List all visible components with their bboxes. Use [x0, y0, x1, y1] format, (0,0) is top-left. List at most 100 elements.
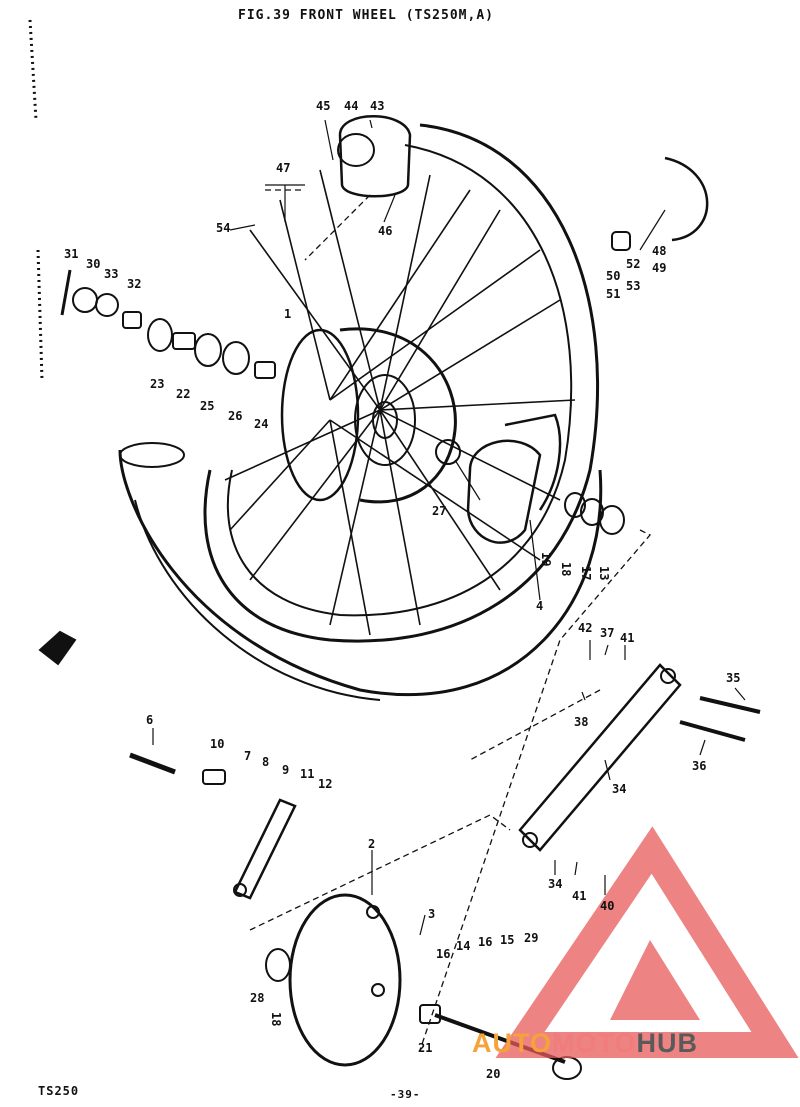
callout-31: 31	[64, 247, 78, 261]
fender-end-ellipse	[119, 442, 185, 468]
page-number: -39-	[390, 1088, 421, 1101]
watermark-moto: MOTO	[552, 1028, 637, 1058]
axle-nut	[552, 1056, 582, 1080]
watermark-text: AUTOMOTOHUB	[472, 1028, 698, 1059]
callout-54: 54	[216, 221, 230, 235]
callout-30: 30	[86, 257, 100, 271]
callout-27: 27	[432, 504, 446, 518]
cam-lever-hole	[233, 883, 247, 897]
callout-16-a: 16	[436, 947, 450, 961]
callout-20: 20	[486, 1067, 500, 1081]
callout-16-b: 16	[478, 935, 492, 949]
callout-35: 35	[726, 671, 740, 685]
callout-21: 21	[418, 1041, 432, 1055]
bearing-25	[194, 333, 222, 367]
callout-45: 45	[316, 99, 330, 113]
brake-panel	[288, 893, 402, 1067]
callout-26: 26	[228, 409, 242, 423]
callout-18-bottom: 18	[269, 1012, 283, 1026]
scan-speckle	[28, 19, 44, 381]
washer-33	[95, 293, 119, 317]
spacer-32	[122, 311, 142, 329]
callout-41-top: 41	[620, 631, 634, 645]
hub-boss	[435, 439, 461, 465]
callout-36: 36	[692, 759, 706, 773]
hub-body	[339, 327, 457, 504]
panel-hole-top	[366, 905, 380, 919]
leader-lines	[152, 119, 746, 936]
callout-14: 14	[456, 939, 470, 953]
circlip-31	[60, 269, 72, 316]
torque-link-hole-top	[660, 668, 676, 684]
callout-19: 19	[539, 552, 553, 566]
callout-25: 25	[200, 399, 214, 413]
torque-link	[518, 663, 682, 852]
callout-8: 8	[262, 755, 269, 769]
rim-outer	[203, 123, 600, 643]
callout-52: 52	[626, 257, 640, 271]
callout-51: 51	[606, 287, 620, 301]
cam-shaft-10	[202, 769, 226, 785]
callout-28: 28	[250, 991, 264, 1005]
callout-7: 7	[244, 749, 251, 763]
callout-1: 1	[284, 307, 291, 321]
hub-bore	[372, 401, 398, 439]
watermark-hub: HUB	[636, 1028, 699, 1058]
callout-2: 2	[368, 837, 375, 851]
callout-18: 18	[559, 562, 573, 576]
callout-23: 23	[150, 377, 164, 391]
bearing-26	[222, 341, 250, 375]
front-fender-outline	[118, 449, 603, 697]
spacer-22	[172, 332, 196, 350]
hub-left-flange	[280, 328, 360, 502]
part-callouts: 43 44 45 46 47 54 31 30 33 32 1 23 22 25…	[64, 99, 740, 1081]
callout-13: 13	[597, 566, 611, 580]
callout-39: 34	[548, 877, 562, 891]
panel-hole-bottom	[371, 983, 385, 997]
callout-49: 49	[652, 261, 666, 275]
cam-lever	[233, 798, 297, 900]
callout-53: 53	[626, 279, 640, 293]
callout-50: 50	[606, 269, 620, 283]
callout-17: 17	[579, 566, 593, 580]
figure-title: FIG.39 FRONT WHEEL (TS250M,A)	[238, 8, 494, 23]
rim-inner	[226, 144, 573, 617]
callout-48: 48	[652, 244, 666, 258]
gear-50	[611, 231, 631, 251]
callout-32: 32	[127, 277, 141, 291]
callout-10: 10	[210, 737, 224, 751]
callout-47: 47	[276, 161, 290, 175]
watermark-auto: AUTO	[472, 1028, 553, 1058]
seal-17	[599, 505, 625, 535]
spacer-28	[265, 948, 291, 982]
spacer-24	[254, 361, 276, 379]
model-code: TS250	[38, 1084, 80, 1098]
oil-seal-30	[72, 287, 98, 313]
bolt-36	[679, 720, 746, 742]
bolt-35	[699, 696, 761, 714]
callout-24: 24	[254, 417, 268, 431]
brake-shoe-rear	[504, 413, 562, 511]
torque-link-hole-bottom	[522, 832, 538, 848]
callout-46: 46	[378, 224, 392, 238]
callout-29: 29	[524, 931, 538, 945]
callout-3: 3	[428, 907, 435, 921]
callout-41-bottom: 41	[572, 889, 586, 903]
callout-22: 22	[176, 387, 190, 401]
fender-inner-edge	[134, 499, 381, 701]
callout-34-link: 34	[612, 782, 626, 796]
callout-42: 42	[578, 621, 592, 635]
callout-15: 15	[500, 933, 514, 947]
callout-44: 44	[344, 99, 358, 113]
brake-shoe-front	[466, 439, 542, 544]
bearing-23	[147, 318, 173, 352]
callout-33: 33	[104, 267, 118, 281]
hub-center	[354, 374, 416, 466]
watermark-logo	[495, 826, 799, 1058]
speedo-gearbox	[338, 115, 412, 198]
callout-40: 40	[600, 899, 614, 913]
spokes	[224, 169, 576, 636]
callout-38: 38	[574, 715, 588, 729]
